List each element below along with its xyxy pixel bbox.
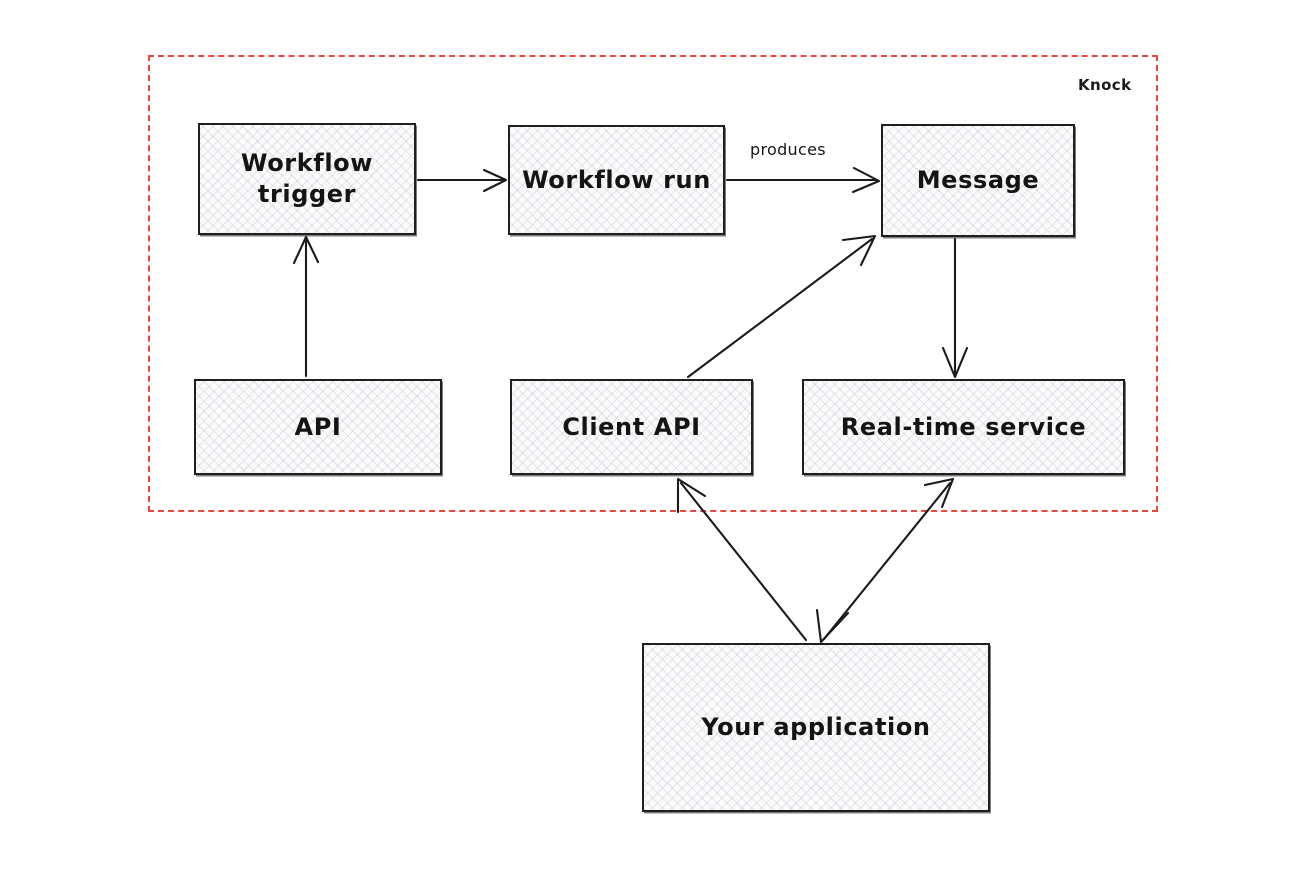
node-workflow-trigger-label: Workflow trigger <box>240 149 374 208</box>
node-workflow-trigger[interactable]: Workflow trigger <box>198 123 416 235</box>
node-api[interactable]: API <box>194 379 442 475</box>
node-realtime-service-label: Real-time service <box>840 412 1087 441</box>
node-your-application[interactable]: Your application <box>642 643 990 812</box>
knock-boundary-label: Knock <box>1078 76 1132 94</box>
node-message[interactable]: Message <box>881 124 1075 237</box>
node-client-api[interactable]: Client API <box>510 379 753 475</box>
node-message-label: Message <box>916 166 1040 195</box>
node-realtime-service[interactable]: Real-time service <box>802 379 1125 475</box>
node-workflow-run-label: Workflow run <box>522 165 711 194</box>
node-your-application-label: Your application <box>701 713 931 742</box>
node-workflow-run[interactable]: Workflow run <box>508 125 725 235</box>
node-client-api-label: Client API <box>562 412 701 441</box>
knock-system-boundary <box>148 55 1158 512</box>
node-api-label: API <box>294 412 342 441</box>
edge-label-produces: produces <box>750 140 826 159</box>
